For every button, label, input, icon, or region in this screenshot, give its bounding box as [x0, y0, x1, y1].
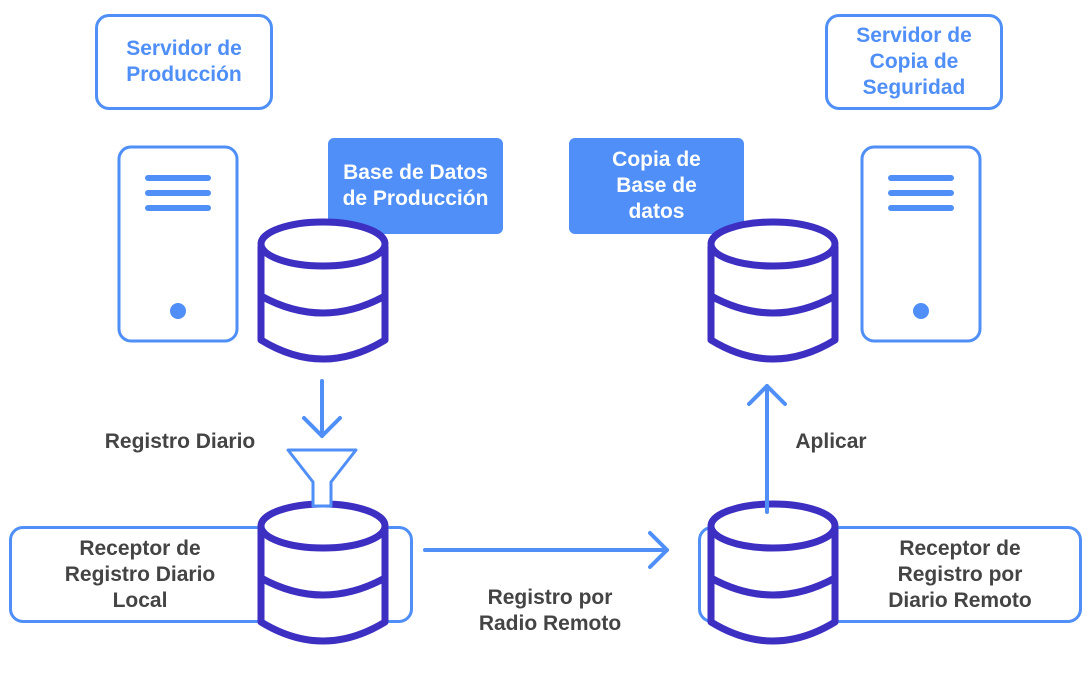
production-server-label: Servidor de Producción	[95, 14, 273, 110]
production-server-icon	[117, 145, 239, 343]
apply-arrow	[747, 384, 787, 514]
backup-db-label-box	[569, 138, 744, 234]
production-db-icon	[257, 218, 389, 363]
backup-db-icon	[707, 218, 839, 363]
remote-receiver-label: Receptor de Registro por Diario Remoto	[888, 536, 1032, 613]
backup-server-label: Servidor de Copia de Seguridad	[825, 14, 1003, 110]
remote-receiver-db-icon	[707, 500, 839, 645]
production-db-label: Base de Datos de Producción	[342, 160, 489, 210]
local-receiver-box	[9, 526, 413, 623]
journal-label: Registro Diario	[104, 429, 256, 453]
remote-journal-arrow	[423, 531, 669, 569]
remote-journal-label: Registro por Radio Remoto	[478, 585, 622, 635]
production-db-label-box	[328, 138, 503, 234]
backup-db-label: Copia de Base de datos	[612, 147, 701, 224]
remote-receiver-box	[698, 526, 1082, 623]
journal-arrow	[302, 379, 342, 438]
local-receiver-label: Receptor de Registro Diario Local	[64, 536, 216, 613]
apply-label: Aplicar	[795, 429, 867, 453]
backup-server-icon	[860, 145, 982, 343]
funnel-icon	[286, 448, 358, 508]
local-receiver-db-icon	[257, 500, 389, 645]
